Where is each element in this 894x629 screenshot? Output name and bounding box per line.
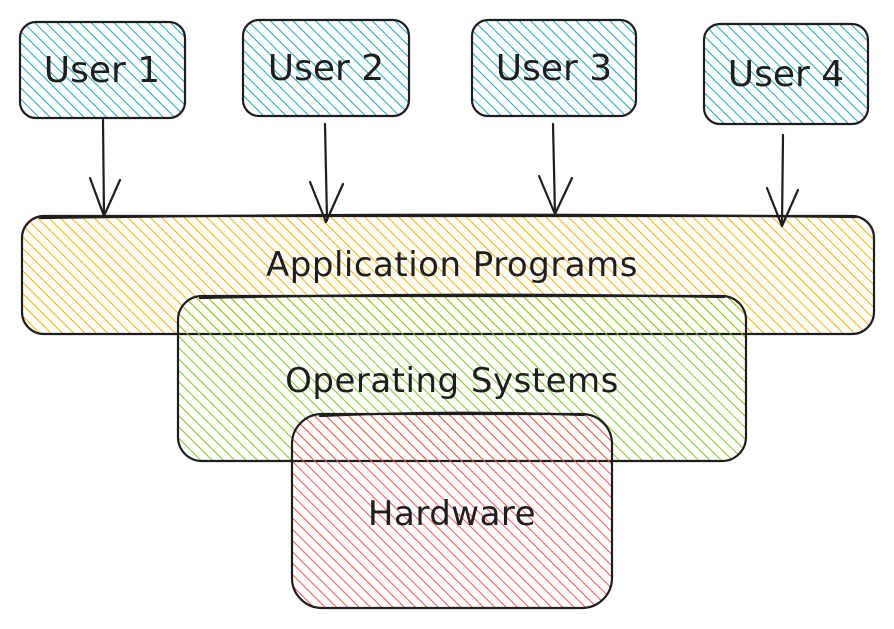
- user-4-node: User 4: [702, 22, 870, 126]
- user-1-outline: [18, 20, 187, 120]
- user-4-arrow-shaft: [780, 133, 785, 228]
- hardware-outline: [290, 412, 614, 610]
- user-3-arrow-shaft: [551, 122, 557, 216]
- user-2-arrow-head: [308, 180, 345, 224]
- operating-systems-label: Operating Systems: [285, 361, 619, 401]
- user-3-arrow: [537, 122, 574, 216]
- user-2-outline: [241, 18, 411, 118]
- user-4-outline: [702, 22, 870, 126]
- user-3-node: User 3: [470, 18, 638, 118]
- user-1-label: User 1: [44, 50, 160, 91]
- user-1-node: User 1: [18, 20, 187, 120]
- user-3-arrow-head: [537, 174, 574, 216]
- hardware-label: Hardware: [368, 494, 536, 534]
- user-3-outline: [470, 18, 638, 118]
- user-3-box: [472, 20, 636, 116]
- user-4-label: User 4: [728, 54, 844, 95]
- user-2-arrow: [308, 122, 345, 224]
- user-2-arrow-shaft: [323, 122, 329, 222]
- application-programs-sketch-stroke: [38, 213, 858, 220]
- user-1-arrow-shaft: [101, 118, 106, 218]
- hardware-sketch-stroke: [318, 411, 586, 418]
- user-2-node: User 2: [241, 18, 411, 118]
- user-4-arrow-head: [765, 186, 800, 228]
- operating-systems-sketch-stroke: [198, 293, 726, 300]
- hardware-box: [292, 414, 612, 608]
- application-programs-label: Application Programs: [266, 245, 638, 285]
- user-4-arrow: [765, 133, 800, 228]
- user-2-box: [243, 20, 409, 116]
- hardware-layer: Hardware: [290, 411, 614, 610]
- user-1-arrow: [88, 118, 122, 218]
- user-1-box: [20, 22, 185, 118]
- user-1-arrow-head: [88, 176, 122, 218]
- user-2-label: User 2: [268, 48, 384, 89]
- user-4-box: [704, 24, 868, 124]
- user-3-label: User 3: [496, 48, 612, 89]
